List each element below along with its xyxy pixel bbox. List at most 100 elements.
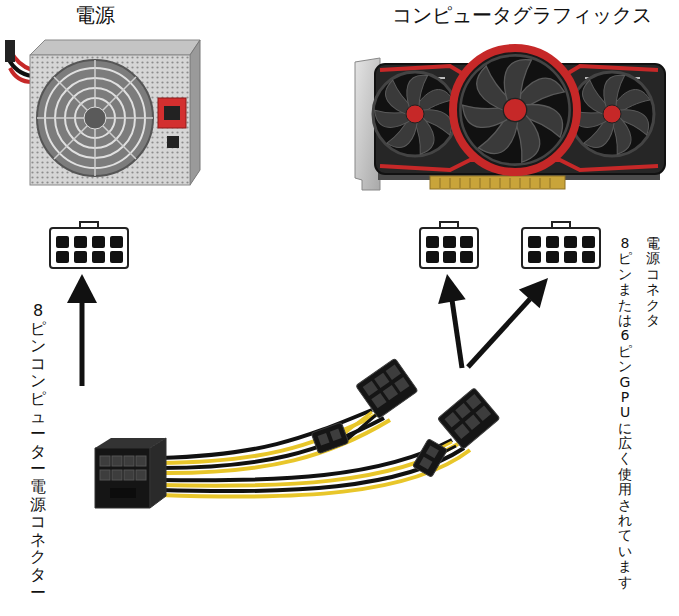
label-box: 電源: [75, 3, 115, 27]
graphics-card-part-part: [370, 69, 458, 156]
graphics-card-part-part-part: [457, 52, 571, 166]
splitter-cable-part-part: [445, 412, 460, 427]
power-supply: [5, 40, 200, 185]
splitter-cable-part-part: [437, 388, 499, 449]
splitter-cable-part: [136, 456, 146, 466]
splitter-cable-part-part: [394, 377, 409, 392]
splitter-cable-part-part: [383, 385, 398, 400]
power-supply-part: [30, 55, 190, 185]
connector-icon-8pin-part: [582, 251, 595, 263]
splitter-cable-part: [112, 470, 122, 480]
connector-icon-8pin-part: [92, 251, 105, 263]
connector-icon-6pin-part: [443, 236, 456, 248]
splitter-cable: [95, 358, 500, 508]
connector-icon-6pin-part: [426, 251, 439, 263]
splitter-cable-part-part: [311, 422, 349, 454]
power-supply-part: [30, 40, 200, 55]
power-supply-part: [190, 40, 200, 185]
graphics-card-part: [370, 69, 458, 156]
connector-icon-6pin-part: [443, 251, 456, 263]
arrow-part: [438, 274, 466, 304]
arrow-part: [452, 300, 462, 368]
arrow-part: [80, 300, 85, 386]
power-supply-part: [37, 60, 153, 176]
graphics-card-part: [440, 178, 550, 188]
connector-icon-8pin-part: [92, 236, 105, 248]
connector-icon-8pin-part: [528, 251, 541, 263]
graphics-card: [355, 48, 665, 190]
graphics-card-part-part-part: [503, 98, 526, 121]
power-supply-part: [158, 98, 186, 128]
splitter-cable-part: [112, 456, 122, 466]
connector-icon-8pin-part: [74, 236, 87, 248]
arrow: [468, 278, 548, 367]
heading-label: コンピュータグラフィックス: [392, 3, 652, 27]
splitter-cable-part: [437, 388, 499, 449]
connector-icon-8pin-part: [110, 236, 123, 248]
splitter-cable-part: [160, 414, 378, 463]
splitter-cable-part-part: [454, 424, 469, 439]
splitter-cable-part: [110, 488, 136, 498]
connector-icon-8pin-part: [564, 251, 577, 263]
arrow: [67, 274, 97, 386]
label-box: 電源コネクタ: [646, 236, 660, 328]
splitter-cable-part: [95, 438, 166, 448]
label-box: 8ピンコンピューター電源コネクター: [30, 302, 46, 601]
splitter-cable-part-part: [330, 429, 342, 441]
graphics-card-part-part: [453, 48, 577, 172]
connector-icon-8pin-part: [522, 228, 600, 268]
splitter-cable-part-part: [465, 415, 480, 430]
connector-icon-6pin-part: [426, 236, 439, 248]
power-supply-part: [167, 136, 179, 148]
connector-icon-8pin-part: [56, 251, 69, 263]
power-supply-part: [37, 60, 153, 176]
splitter-cable-part: [311, 422, 349, 454]
splitter-cable-part-part: [318, 433, 330, 445]
connector-icon-8pin-part: [74, 251, 87, 263]
connector-icon-8pin: [50, 222, 128, 268]
splitter-cable-part-part: [371, 393, 386, 408]
power-supply-part: [84, 107, 106, 129]
vertical-label: 8ピンまたは6ピンGPUに広く使用されています: [618, 236, 632, 590]
splitter-cable-part-part: [419, 457, 432, 470]
power-supply-part: [164, 106, 180, 120]
splitter-cable-part-part: [386, 365, 401, 380]
splitter-cable-part-part: [374, 373, 389, 388]
connector-icon-8pin-part: [546, 251, 559, 263]
connector-icon-8pin-part: [546, 236, 559, 248]
splitter-cable-part: [160, 420, 390, 473]
power-supply-part: [30, 55, 190, 185]
splitter-cable-part-part: [363, 381, 378, 396]
connector-icon-8pin-part: [110, 251, 123, 263]
vertical-label: 電源コネクタ: [646, 236, 660, 328]
splitter-cable-part-part: [476, 406, 491, 421]
splitter-cable-part: [136, 470, 146, 480]
arrow-part: [468, 299, 530, 367]
splitter-cable-part: [412, 439, 447, 478]
splitter-cable-part-part: [455, 403, 470, 418]
power-supply-part: [5, 40, 15, 62]
heading-label: 電源: [75, 3, 115, 27]
connector-icon-6pin-part: [420, 228, 478, 268]
arrow: [438, 274, 466, 368]
connector-icon-8pin-part: [582, 236, 595, 248]
splitter-cable-part: [100, 470, 110, 480]
splitter-cable-part: [356, 358, 418, 418]
arrow-part: [67, 274, 97, 303]
connector-icon-6pin-part: [460, 251, 473, 263]
splitter-cable-part: [160, 418, 384, 468]
connector-icon-8pin: [522, 222, 600, 268]
vertical-label: 8ピンコンピューター電源コネクター: [30, 302, 46, 601]
connector-icon-8pin-part: [564, 236, 577, 248]
splitter-cable-part: [150, 438, 166, 508]
splitter-cable-part-part: [412, 439, 447, 478]
splitter-cable-part: [100, 456, 110, 466]
splitter-cable-part: [160, 410, 372, 458]
splitter-cable-part: [344, 415, 376, 442]
splitter-cable-part-part: [356, 358, 418, 418]
graphics-card-part: [453, 48, 577, 172]
label-box: 8ピンまたは6ピンGPUに広く使用されています: [618, 236, 632, 590]
connector-icon-6pin-part: [460, 236, 473, 248]
power-supply-part: [10, 68, 32, 82]
